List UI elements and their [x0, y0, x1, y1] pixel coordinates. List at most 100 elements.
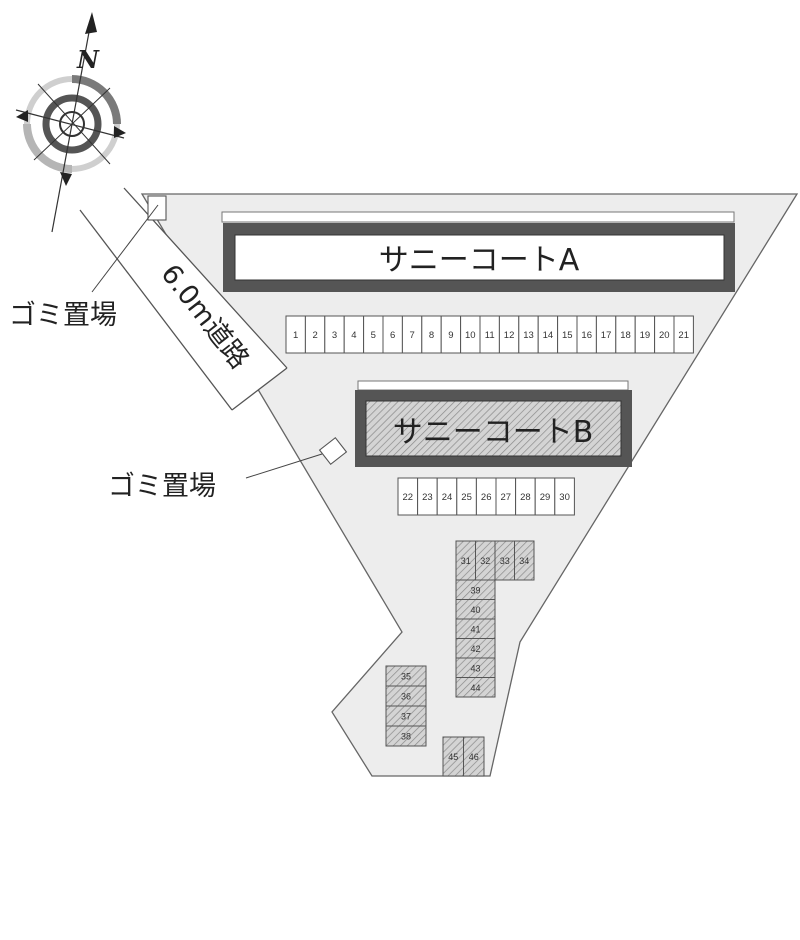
garbage-leader-2 [245, 453, 323, 479]
parking-slot-number: 6 [390, 330, 395, 341]
parking-slot-number: 29 [540, 492, 551, 503]
parking-slot: 35 [385, 665, 427, 687]
parking-slot: 25 [456, 477, 477, 516]
parking-slot: 36 [385, 685, 427, 707]
parking-slot-number: 16 [581, 330, 592, 341]
parking-slot-number: 2 [312, 330, 317, 341]
parking-slot-number: 5 [371, 330, 376, 341]
parking-slot: 33 [494, 540, 515, 581]
parking-slot: 42 [455, 638, 496, 659]
parking-slot-number: 32 [480, 556, 490, 566]
parking-slot: 40 [455, 599, 496, 620]
parking-slot: 23 [417, 477, 438, 516]
parking-slot-number: 9 [448, 330, 453, 341]
garbage-area-1 [147, 195, 167, 221]
parking-slot: 24 [436, 477, 458, 516]
parking-slot-number: 46 [469, 752, 479, 762]
parking-slot-number: 18 [620, 330, 631, 341]
parking-slot-number: 12 [504, 330, 515, 341]
parking-slot-number: 23 [422, 492, 433, 503]
parking-slot: 16 [576, 315, 597, 354]
parking-slot: 29 [534, 477, 556, 516]
parking-slot-number: 36 [401, 692, 411, 702]
parking-slot-number: 30 [559, 492, 570, 503]
parking-slot: 6 [382, 315, 403, 354]
parking-slot-number: 44 [470, 683, 480, 693]
parking-slot: 3 [324, 315, 345, 354]
parking-slot-number: 13 [523, 330, 534, 341]
parking-slot-number: 28 [520, 492, 531, 503]
parking-slot: 11 [479, 315, 500, 354]
parking-slot-number: 33 [500, 556, 510, 566]
parking-slot-number: 1 [293, 330, 298, 341]
parking-slot: 1 [285, 315, 306, 354]
parking-slot: 12 [498, 315, 520, 354]
parking-slot-number: 21 [678, 330, 689, 341]
parking-slot: 30 [554, 477, 575, 516]
parking-slot-number: 39 [470, 585, 480, 595]
parking-slot-number: 26 [481, 492, 492, 503]
parking-slot-number: 14 [543, 330, 554, 341]
parking-slot: 17 [595, 315, 617, 354]
parking-slot: 27 [495, 477, 517, 516]
parking-slot-number: 22 [403, 492, 414, 503]
parking-slot-number: 43 [470, 663, 480, 673]
parking-slot-number: 20 [659, 330, 670, 341]
parking-slot: 26 [475, 477, 497, 516]
parking-slot-number: 7 [409, 330, 414, 341]
parking-slot-number: 34 [519, 556, 529, 566]
parking-slot: 37 [385, 705, 427, 727]
parking-slot-number: 40 [470, 605, 480, 615]
parking-slot: 4 [343, 315, 365, 354]
parking-slot: 34 [514, 540, 535, 581]
parking-slot-number: 17 [601, 330, 612, 341]
garbage-area-2 [318, 436, 348, 466]
parking-slot-number: 37 [401, 712, 411, 722]
parking-slot-number: 4 [351, 330, 356, 341]
building-b: サニーコートB [355, 380, 632, 467]
parking-slot: 31 [455, 540, 476, 581]
parking-slot: 7 [401, 315, 423, 354]
parking-slot-number: 25 [461, 492, 472, 503]
parking-slot-number: 42 [470, 644, 480, 654]
parking-slot-number: 31 [461, 556, 471, 566]
parking-slot: 46 [463, 736, 485, 777]
parking-slot-number: 27 [501, 492, 512, 503]
parking-slot: 15 [557, 315, 578, 354]
parking-slot: 19 [634, 315, 656, 354]
parking-slot-number: 8 [429, 330, 434, 341]
parking-slot: 13 [518, 315, 539, 354]
building-a: サニーコートA [221, 211, 735, 292]
north-label: N [76, 45, 100, 74]
parking-slot: 28 [515, 477, 536, 516]
parking-slot: 8 [421, 315, 442, 354]
parking-slot: 18 [615, 315, 636, 354]
parking-slot-number: 38 [401, 732, 411, 742]
parking-slot: 45 [442, 736, 464, 777]
parking-slot: 21 [673, 315, 694, 354]
garbage-leader-1 [91, 204, 159, 293]
parking-slot: 43 [455, 657, 496, 678]
parking-slot: 39 [455, 579, 496, 600]
parking-slot-number: 45 [448, 752, 458, 762]
parking-slot-number: 11 [485, 330, 495, 341]
parking-slot: 9 [440, 315, 462, 354]
parking-slot: 32 [475, 540, 496, 581]
parking-slot: 2 [304, 315, 326, 354]
parking-slot-number: 3 [332, 330, 337, 341]
parking-slot: 44 [455, 677, 496, 698]
parking-slot-number: 41 [470, 624, 480, 634]
parking-slot: 22 [397, 477, 419, 516]
building-b-name: サニーコートB [393, 415, 594, 450]
building-a-name: サニーコートA [379, 243, 580, 278]
garbage-label-1: ゴミ置場 [9, 300, 117, 331]
parking-slot: 10 [460, 315, 481, 354]
parking-slot-number: 15 [562, 330, 573, 341]
parking-slot-number: 24 [442, 492, 453, 503]
parking-slot: 20 [654, 315, 675, 354]
garbage-label-2: ゴミ置場 [108, 471, 216, 502]
compass-icon: N [15, 12, 126, 233]
parking-slot-number: 19 [640, 330, 651, 341]
